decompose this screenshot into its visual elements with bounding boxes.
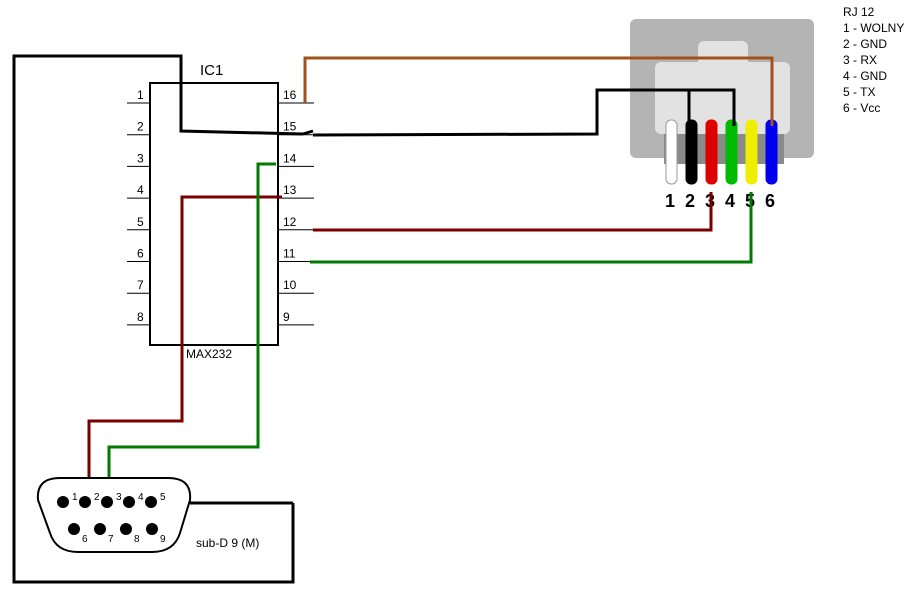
- rj12-legend: RJ 12 1 - WOLNY 2 - GND 3 - RX 4 - GND 5…: [843, 4, 904, 116]
- rj12-pin-number: 1: [665, 191, 675, 211]
- subd9-pin-number: 6: [82, 534, 88, 545]
- rj12-wire-1: [665, 119, 678, 185]
- subd9-pin: [94, 523, 106, 535]
- subd9-pin: [79, 496, 91, 508]
- ic1-pin-number: 12: [283, 215, 297, 229]
- subd9-pin-number: 9: [160, 534, 166, 545]
- ic1-pin-number: 3: [137, 151, 144, 165]
- rj12-legend-item: 6 - Vcc: [843, 101, 881, 115]
- ic1-pin-number: 14: [283, 151, 297, 165]
- ic1-pin-number: 6: [137, 247, 144, 261]
- subd9-pin-number: 4: [138, 492, 144, 503]
- ic1-pin-number: 10: [283, 278, 297, 292]
- rj12-wire-4: [725, 119, 738, 185]
- ic1-pin-number: 16: [283, 88, 297, 102]
- rj12-latch: [698, 41, 748, 71]
- ic1-pin-number: 2: [137, 120, 144, 134]
- subd9-shell: [36, 477, 192, 553]
- wire-black-outer: [12, 54, 304, 584]
- rj12-pin-number: 4: [725, 191, 735, 211]
- ic1-pin-number: 13: [283, 183, 297, 197]
- ic1-pin-number: 1: [137, 88, 144, 102]
- subd9-pin-number: 2: [94, 492, 100, 503]
- rj12-wire-2: [685, 119, 698, 185]
- ic1-part-label: MAX232: [186, 347, 232, 361]
- rj12-wire-6: [765, 119, 778, 185]
- rj12-legend-item: 2 - GND: [843, 37, 888, 51]
- rj12-legend-item: 1 - WOLNY: [843, 21, 905, 35]
- rj12-wire-5: [745, 119, 758, 185]
- subd9-pin: [123, 496, 135, 508]
- subd9-pin-number: 5: [160, 492, 166, 503]
- subd9-label: sub-D 9 (M): [196, 536, 259, 550]
- subd9-pin: [146, 523, 158, 535]
- ic1-pin-number: 11: [283, 247, 296, 261]
- rj12-legend-title: RJ 12: [843, 5, 875, 19]
- wire-green-tx: [310, 192, 753, 264]
- subd9-pin: [68, 523, 80, 535]
- ic1-pin-number: 15: [283, 120, 297, 134]
- ic1-pin-number: 5: [137, 215, 144, 229]
- subd9-pin: [101, 496, 113, 508]
- wire-red-rx: [313, 192, 713, 232]
- wires: [12, 54, 774, 584]
- subd9-pin: [145, 496, 157, 508]
- rj12-pin-number: 6: [765, 191, 775, 211]
- subd9-pin-number: 3: [116, 492, 122, 503]
- rj12-contact-area: [664, 134, 784, 164]
- rj12-pin-number: 2: [685, 191, 695, 211]
- ic1-name: IC1: [200, 62, 223, 79]
- wire-brown-vcc: [303, 56, 774, 126]
- subd9-pin-number: 1: [72, 492, 78, 503]
- wire-black-gnd2: [689, 88, 736, 126]
- ic1-pin-number: 9: [283, 310, 290, 324]
- wire-green-subd: [107, 162, 276, 499]
- ic1-pin-number: 7: [137, 278, 144, 292]
- wire-black-gnd: [312, 88, 691, 137]
- ic1-pin-number: 4: [137, 183, 144, 197]
- rj12-legend-item: 4 - GND: [843, 69, 888, 83]
- ic1-pin-number: 8: [137, 310, 144, 324]
- subd9-connector: 1 2 3 4 5 6 7 8 9 sub-D 9 (M): [36, 477, 293, 553]
- rj12-legend-item: 5 - TX: [843, 85, 876, 99]
- wire-red-subd: [87, 195, 282, 498]
- subd9-pin: [120, 523, 132, 535]
- rj12-legend-item: 3 - RX: [843, 53, 878, 67]
- subd9-pin-number: 7: [108, 534, 114, 545]
- subd9-pin-number: 8: [134, 534, 140, 545]
- subd9-pin: [57, 496, 69, 508]
- rj12-wire-3: [705, 119, 718, 185]
- wire-black-pin15-tick: [302, 129, 314, 136]
